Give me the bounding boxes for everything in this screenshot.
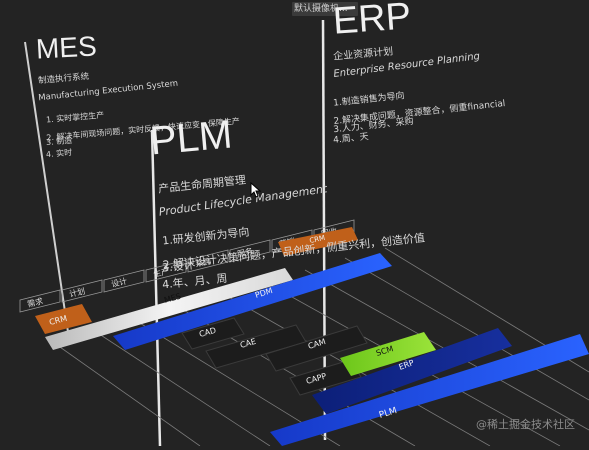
floor-guide-line [49,339,201,447]
plm-title: PLM [148,112,234,164]
bar-erp [312,328,512,414]
mouse-cursor-icon [250,181,262,202]
bar-label-cad: CAD [198,326,217,339]
floor-guide-line [89,327,271,447]
stage-tab-0 [19,289,61,313]
stage-label: 服务 [236,246,254,259]
bar-plm [270,334,589,446]
watermark: @稀土掘金技术社区 [476,418,575,431]
stage-label: 生产 [152,266,170,279]
stage-tab-4 [187,249,229,273]
bar-cam [265,325,368,372]
bar-scm [340,332,436,376]
bar-pdm [113,253,392,350]
camera-label: 默认摄像机... [292,2,358,16]
mes-item: 4. 实时 [45,147,73,160]
floor-guide-line [344,257,589,401]
bar-capp [289,359,362,396]
erp-title: ERP [331,0,413,43]
stage-tab-5 [229,239,271,263]
bar-crm-back [278,227,358,256]
bar-label-crm-front: CRM [48,314,68,327]
stage-label: 计划 [68,286,86,299]
stage-label: 设计 [110,276,128,289]
bar-label-cae: CAE [239,337,257,350]
bar-crm-front [35,304,92,334]
stage-tab-2 [103,269,145,293]
mes-vertical-line [24,41,69,333]
stage-label: 需求 [26,296,44,309]
mes-title: MES [35,30,98,65]
stage-tab-1 [61,279,103,303]
stage-label: 采购 [194,256,212,269]
bar-cad [181,317,245,350]
stage-tab-3 [145,259,187,283]
plm-vertical-line [150,129,162,447]
bar-mes [45,268,293,350]
bar-label-crm-back: CRM [309,234,326,245]
